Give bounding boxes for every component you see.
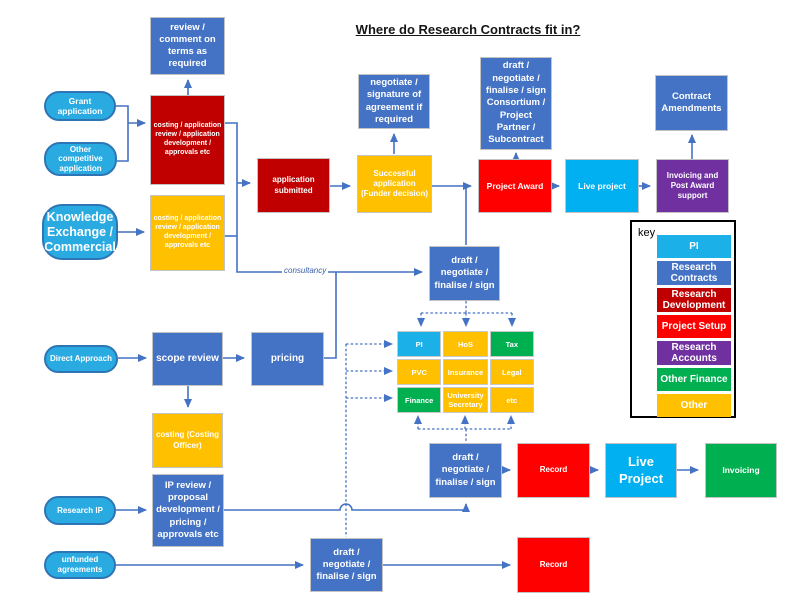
box-invoicing-post-award-support: Invoicing and Post Award support [656, 159, 729, 213]
legend-title: key [638, 227, 656, 239]
box-scope-review: scope review [152, 332, 223, 386]
box-live-project-top: Live project [565, 159, 639, 213]
legend-item-research-development: Research Development [657, 288, 731, 312]
box-draft-negotiate-finalise-sign-unfunded: draft / negotiate / finalise / sign [310, 538, 383, 592]
grid-cell-pvc: PVC [397, 359, 442, 385]
box-contract-amendments: Contract Amendments [655, 75, 728, 131]
oval-other-competitive-application: Other competitive application [44, 142, 117, 176]
box-pricing: pricing [251, 332, 324, 386]
box-record-ip: Record [517, 443, 590, 498]
grid-cell-hos: HoS [443, 331, 488, 357]
legend-item-research-contracts: Research Contracts [657, 261, 731, 285]
oval-unfunded-agreements: unfunded agreements [44, 551, 116, 579]
box-negotiate-signature-agreement: negotiate / signature of agreement if re… [358, 74, 430, 129]
grid-cell-legal: Legal [489, 359, 534, 385]
box-costing-officer: costing (Costing Officer) [152, 413, 223, 468]
grid-cell-finance: Finance [397, 387, 442, 413]
grid-cell-pi: PI [397, 331, 442, 357]
diagram-title: Where do Research Contracts fit in? [355, 22, 581, 37]
grid-cell-university-secretary: University Secretary [443, 387, 488, 413]
approvers-grid: PI HoS Tax PVC Insurance Legal Finance U… [397, 331, 534, 413]
box-costing-application-review-grant: costing / application review / applicati… [150, 95, 225, 185]
oval-research-ip: Research IP [44, 496, 116, 525]
legend-item-research-accounts: Research Accounts [657, 341, 731, 365]
oval-knowledge-exchange-commercial: Knowledge Exchange / Commercial [42, 204, 118, 260]
box-record-unfunded: Record [517, 537, 590, 593]
oval-grant-application: Grant application [44, 91, 116, 121]
box-application-submitted: application submitted [257, 158, 330, 213]
legend-item-project-setup: Project Setup [657, 315, 731, 338]
grid-cell-insurance: Insurance [443, 359, 488, 385]
box-draft-negotiate-finalise-sign-consultancy: draft / negotiate / finalise / sign [429, 246, 500, 301]
box-ip-review-proposal: IP review / proposal development / prici… [152, 474, 224, 547]
box-successful-application: Successful application (Funder decision) [357, 155, 432, 213]
box-costing-application-review-ke: costing / application review / applicati… [150, 195, 225, 271]
oval-direct-approach: Direct Approach [44, 345, 118, 373]
legend: key PI Research Contracts Research Devel… [630, 220, 736, 418]
grid-cell-tax: Tax [489, 331, 534, 357]
box-invoicing: Invoicing [705, 443, 777, 498]
box-draft-sign-consortium: draft / negotiate / finalise / sign Cons… [480, 57, 552, 150]
box-review-comment-terms: review / comment on terms as required [150, 17, 225, 75]
box-draft-negotiate-finalise-sign-ip: draft / negotiate / finalise / sign [429, 443, 502, 498]
legend-item-other: Other [657, 394, 731, 417]
legend-item-other-finance: Other Finance [657, 368, 731, 391]
box-live-project-bottom: Live Project [605, 443, 677, 498]
legend-items: PI Research Contracts Research Developme… [657, 235, 731, 417]
edge-label-consultancy: consultancy [282, 266, 329, 275]
grid-cell-etc: etc [489, 387, 534, 413]
box-project-award: Project Award [478, 159, 552, 213]
legend-item-pi: PI [657, 235, 731, 258]
